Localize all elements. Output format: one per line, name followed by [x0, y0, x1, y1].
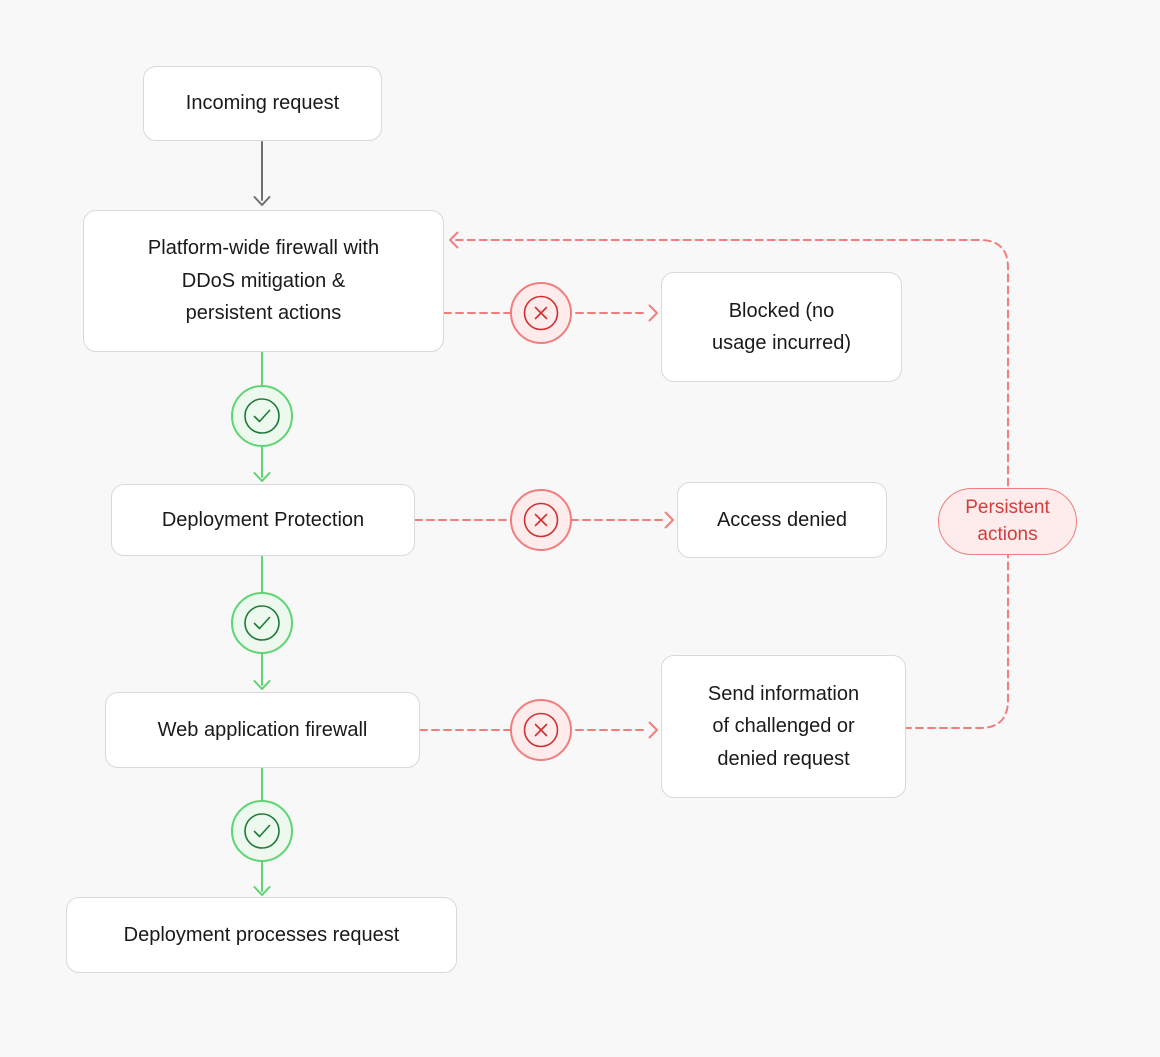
node-platform-firewall: Platform-wide firewall with DDoS mitigat…	[83, 210, 444, 352]
node-label: Deployment Protection	[161, 508, 365, 531]
node-label: Deployment processes request	[123, 923, 400, 946]
node-label: Platform-wide firewall with DDoS mitigat…	[147, 237, 380, 325]
node-label: Incoming request	[185, 92, 340, 115]
node-send-information: Send information of challenged or denied…	[661, 655, 906, 798]
node-blocked-no-usage: Blocked (no usage incurred)	[661, 272, 902, 382]
node-label: Send information of challenged or denied…	[707, 682, 860, 770]
arrow-incoming-to-firewall	[253, 141, 271, 206]
x-circle-icon	[510, 699, 572, 761]
node-access-denied: Access denied	[677, 482, 887, 558]
check-circle-icon	[231, 800, 293, 862]
x-circle-icon	[510, 489, 572, 551]
node-label: Web application firewall	[157, 718, 368, 741]
x-circle-icon	[510, 282, 572, 344]
node-label: Blocked (no usage incurred)	[712, 299, 851, 354]
node-web-application-firewall: Web application firewall	[105, 692, 420, 768]
check-circle-icon	[231, 385, 293, 447]
node-deployment-protection: Deployment Protection	[111, 484, 415, 556]
node-label: Access denied	[716, 508, 848, 531]
badge-label: Persistent actions	[965, 496, 1050, 545]
persistent-actions-badge: Persistent actions	[938, 488, 1077, 555]
node-deployment-processes-request: Deployment processes request	[66, 897, 457, 973]
node-incoming-request: Incoming request	[143, 66, 382, 141]
check-circle-icon	[231, 592, 293, 654]
